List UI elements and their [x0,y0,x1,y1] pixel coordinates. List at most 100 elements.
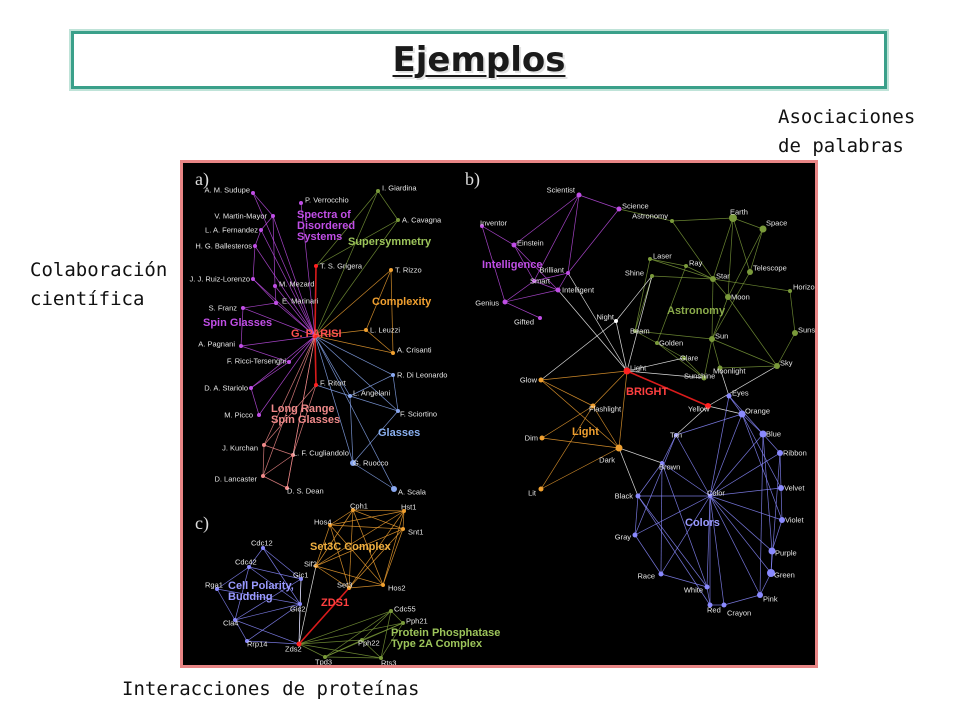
network-edge [706,586,711,606]
network-node [389,268,393,272]
node-label: Set3 [337,581,352,590]
network-node [788,289,792,293]
network-edge [248,547,264,568]
network-node [350,460,356,466]
node-label: Brilliant [539,266,565,275]
node-label: Zds2 [285,645,302,654]
network-edge [712,278,791,292]
node-label: Gifted [514,318,534,327]
network-edge [709,487,782,497]
network-edge [292,384,317,456]
node-label: Laser [653,252,672,261]
group-label-line: BRIGHT [626,386,668,398]
network-node [245,639,249,643]
node-label: A. Scala [398,488,427,497]
network-edge [661,462,708,588]
network-edge [314,335,394,354]
network-edge [240,345,290,363]
node-label: L. F. Cugliandolo [293,449,349,458]
network-edge [709,495,773,552]
group-label-line: Intelligence [482,259,543,271]
group-label-line: Supersymmetry [348,236,432,248]
network-edge [365,269,392,331]
network-edge [567,208,620,274]
group-label-line: Long Range [271,403,335,415]
node-label: Black [615,492,634,501]
node-label: Smart [530,277,551,286]
network-edge [348,584,384,589]
network-edge [711,278,714,340]
network-edge [637,495,708,588]
network-edge [540,370,628,381]
group-label-line: Spin Glasses [271,414,340,426]
group-label: Spin Glasses [203,317,272,329]
network-edge [578,194,620,210]
network-node [273,284,277,288]
network-edge [656,342,705,379]
node-label: S. Franz [209,304,238,313]
network-node [633,329,637,333]
network-edge [329,509,354,526]
network-edge [675,434,711,497]
node-label: Crayon [727,609,751,618]
node-label: M. Mezard [279,280,314,289]
network-edge [242,307,316,337]
node-label: Dark [599,456,615,465]
network-edge [513,244,559,291]
network-node [379,656,383,660]
network-edge [592,370,628,407]
network-edge [315,509,354,567]
network-node [660,461,664,465]
node-label: Shine [625,269,644,278]
node-label: H. G. Ballesteros [195,242,252,251]
network-edge [361,639,382,659]
network-edge [504,280,535,303]
network-edge [780,487,783,521]
network-node [767,569,775,577]
network-edge [286,454,294,489]
network-edge [709,495,761,596]
network-edge [615,320,628,372]
network-node [708,494,712,498]
network-edge [732,217,764,230]
network-edge [365,329,394,354]
network-node [396,218,400,222]
network-node [632,532,638,538]
node-label: T. S. Grigera [320,262,363,271]
group-label: Supersymmetry [348,236,432,248]
node-label: Red [707,606,721,615]
network-edge [252,192,316,337]
network-node [707,602,713,608]
group-label-line: Colors [685,517,720,529]
network-node [314,564,318,568]
network-edge [382,528,404,586]
network-edge [380,610,392,659]
node-label: Tpd3 [315,658,332,666]
network-edge [709,395,730,497]
network-node [389,609,393,613]
node-label: Color [707,489,725,498]
node-label: Purple [775,549,797,558]
network-edge [234,578,302,621]
node-label: Glare [680,354,698,363]
group-label-line: Systems [297,231,342,243]
network-node [705,403,711,409]
network-node [274,301,278,305]
network-edge [262,547,301,605]
node-label: Tan [670,431,682,440]
network-edge [315,190,379,267]
network-edge [741,413,783,521]
network-edge [216,588,236,621]
node-label: Horizon [793,283,815,292]
network-node [759,225,767,233]
node-label: A. Cavagna [402,216,442,225]
network-node [314,383,318,387]
network-node [674,433,678,437]
node-label: Eyes [732,389,749,398]
network-edge [234,603,301,621]
network-edge [377,190,399,221]
network-edge [661,434,677,464]
network-edge [540,379,594,407]
node-label: Cla4 [223,619,238,628]
